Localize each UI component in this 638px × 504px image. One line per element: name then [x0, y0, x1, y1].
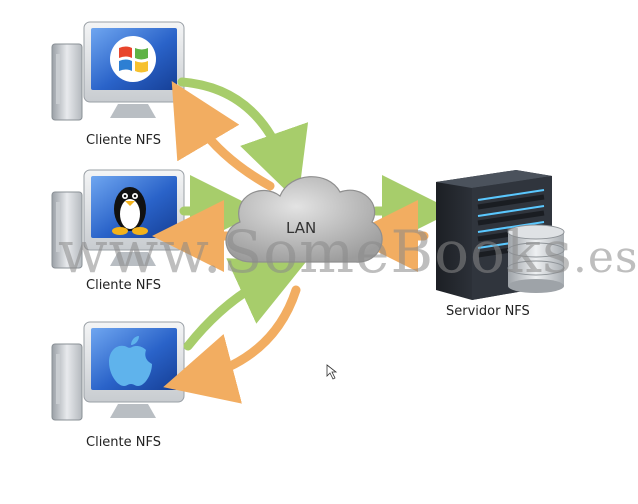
mouse-cursor-icon: [326, 364, 338, 380]
lan-label: LAN: [286, 219, 317, 237]
client-linux-label: Cliente NFS: [86, 278, 161, 293]
lan-cloud: [225, 176, 383, 263]
client-mac: [51, 321, 185, 421]
server-label: Servidor NFS: [446, 304, 530, 319]
watermark: www.SomeBooks.es: [58, 218, 637, 288]
windows-logo-icon: [110, 36, 156, 82]
client-windows: [51, 21, 185, 121]
watermark-suffix: .es: [572, 232, 638, 283]
tux-penguin-icon: [112, 187, 148, 235]
client-mac-label: Cliente NFS: [86, 435, 161, 450]
client-windows-label: Cliente NFS: [86, 133, 161, 148]
watermark-brand: SomeBooks: [222, 218, 573, 286]
arrow-lan-to-mac: [163, 285, 301, 404]
connection-arrows: [152, 77, 454, 404]
disk-stack-icon: [507, 224, 565, 293]
watermark-prefix: www.: [58, 218, 223, 286]
apple-logo-icon: [109, 336, 152, 386]
